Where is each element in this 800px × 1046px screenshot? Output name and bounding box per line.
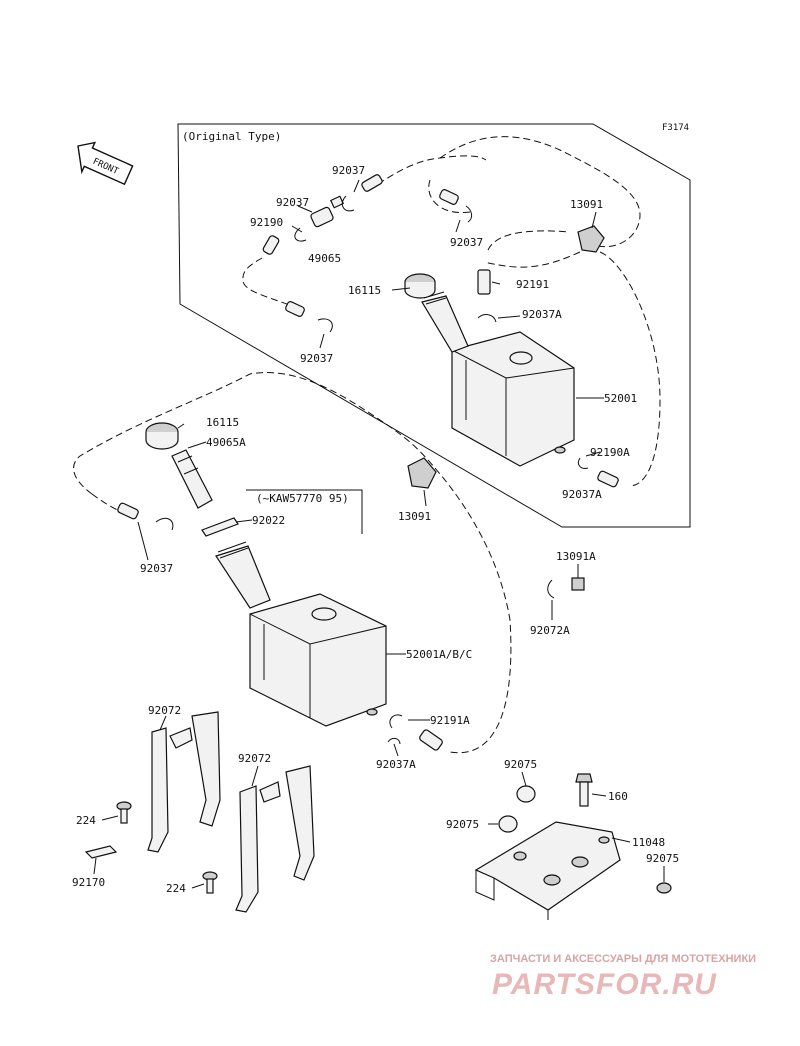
variant-original-label: (Original Type) xyxy=(182,130,281,143)
label-92037a: 92037A xyxy=(562,488,602,501)
strap-92022 xyxy=(201,517,239,537)
label-160: 160 xyxy=(608,790,628,803)
plate-92170 xyxy=(84,845,118,859)
label-52001: 52001 xyxy=(604,392,637,405)
figure-code: F3174 xyxy=(662,123,689,133)
cap-16115-low xyxy=(145,422,179,450)
variant-serial-label: (~KAW57770 95) xyxy=(256,492,349,505)
label-92037a: 92037A xyxy=(522,308,562,321)
hose-routes xyxy=(73,136,661,754)
bracket-11048 xyxy=(474,821,621,920)
joint-13091-top xyxy=(577,225,605,253)
label-13091: 13091 xyxy=(398,510,431,523)
label-92072a: 92072A xyxy=(530,624,570,637)
label-92037: 92037 xyxy=(140,562,173,575)
label-52001abc: 52001A/B/C xyxy=(406,648,472,661)
label-16115: 16115 xyxy=(206,416,239,429)
label-13091: 13091 xyxy=(570,198,603,211)
screws-224 xyxy=(116,801,218,894)
brackets-92072 xyxy=(147,711,315,913)
label-92022: 92022 xyxy=(252,514,285,527)
label-92037: 92037 xyxy=(300,352,333,365)
label-92190a: 92190A xyxy=(590,446,630,459)
reservoir-52001 xyxy=(421,291,575,467)
label-49065: 49065 xyxy=(308,252,341,265)
label-224: 224 xyxy=(76,814,96,827)
label-92075: 92075 xyxy=(446,818,479,831)
label-11048: 11048 xyxy=(632,836,665,849)
original-type-frame: (Original Type) F3174 xyxy=(177,123,691,528)
front-arrow: FRONT xyxy=(77,141,134,186)
serial-frame: (~KAW57770 95) xyxy=(246,489,363,534)
small-hoses-upper xyxy=(262,174,619,488)
label-92072: 92072 xyxy=(238,752,271,765)
cap-16115-top xyxy=(404,273,436,299)
label-92191a: 92191A xyxy=(430,714,470,727)
small-hoses-lower xyxy=(117,502,443,751)
label-92190: 92190 xyxy=(250,216,283,229)
joint-13091-low xyxy=(407,457,437,489)
clips-lower xyxy=(155,517,555,745)
watermark: ЗАПЧАСТИ И АКСЕССУАРЫ ДЛЯ МОТОТЕХНИКИ PA… xyxy=(490,953,756,1001)
bolt-160 xyxy=(575,773,593,807)
label-92037: 92037 xyxy=(276,196,309,209)
label-224: 224 xyxy=(166,882,186,895)
reservoir-52001abc xyxy=(215,541,387,727)
watermark-tagline: ЗАПЧАСТИ И АКСЕССУАРЫ ДЛЯ МОТОТЕХНИКИ xyxy=(490,953,756,965)
label-92075: 92075 xyxy=(646,852,679,865)
label-92037: 92037 xyxy=(450,236,483,249)
filler-neck-49065a xyxy=(171,449,213,509)
label-92037a: 92037A xyxy=(376,758,416,771)
joint-13091a xyxy=(571,577,585,591)
label-92191: 92191 xyxy=(516,278,549,291)
label-13091a: 13091A xyxy=(556,550,596,563)
label-92075: 92075 xyxy=(504,758,537,771)
label-49065a: 49065A xyxy=(206,436,246,449)
part-labels: 92037 92037 92190 49065 92037 13091 1611… xyxy=(72,164,679,895)
watermark-logo: PARTSFOR.RU xyxy=(492,968,717,1001)
label-16115: 16115 xyxy=(348,284,381,297)
leader-lines xyxy=(93,179,665,889)
label-92072: 92072 xyxy=(148,704,181,717)
label-92170: 92170 xyxy=(72,876,105,889)
label-92037: 92037 xyxy=(332,164,365,177)
check-valve-49065 xyxy=(310,195,345,228)
